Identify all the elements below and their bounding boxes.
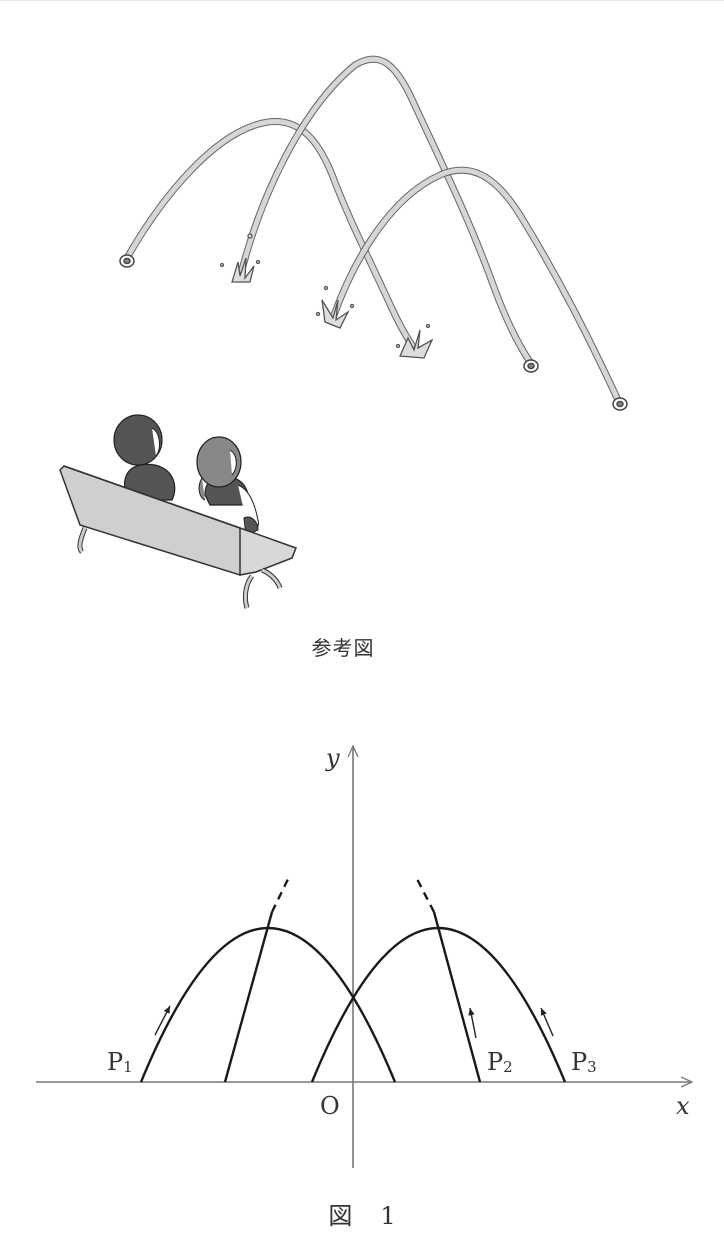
fountain-jets (123, 55, 622, 404)
point-label-p3: P3 (571, 1048, 597, 1076)
y-axis-label: y (326, 744, 340, 772)
bench-with-people (59, 414, 297, 609)
direction-arrow-p1 (154, 1005, 171, 1036)
boy-figure (113, 414, 176, 501)
reference-illustration (59, 55, 628, 609)
left-parabola (139, 927, 397, 1083)
nozzles (119, 254, 628, 411)
water-jet-2 (238, 55, 534, 366)
figure-caption-prefix: 図 (328, 1202, 353, 1230)
reference-figure-caption: 参考図 (311, 636, 375, 660)
water-jet-1 (123, 118, 416, 349)
direction-arrow-p2 (468, 1007, 477, 1039)
figure-caption-number: 1 (380, 1202, 396, 1230)
point-label-p2: P2 (487, 1048, 513, 1076)
origin-label: O (320, 1092, 340, 1120)
direction-arrow-p3 (540, 1007, 554, 1037)
right-line-dashed (413, 874, 436, 913)
right-line (432, 911, 482, 1083)
girl-figure (196, 436, 259, 537)
top-border (0, 0, 724, 1)
left-line-dashed (270, 874, 292, 913)
right-parabola (310, 927, 567, 1083)
water-jet-3 (329, 166, 622, 404)
splashes (219, 233, 434, 359)
left-line (223, 911, 274, 1083)
point-label-p1: P1 (107, 1048, 133, 1076)
x-axis-label: x (676, 1092, 690, 1120)
